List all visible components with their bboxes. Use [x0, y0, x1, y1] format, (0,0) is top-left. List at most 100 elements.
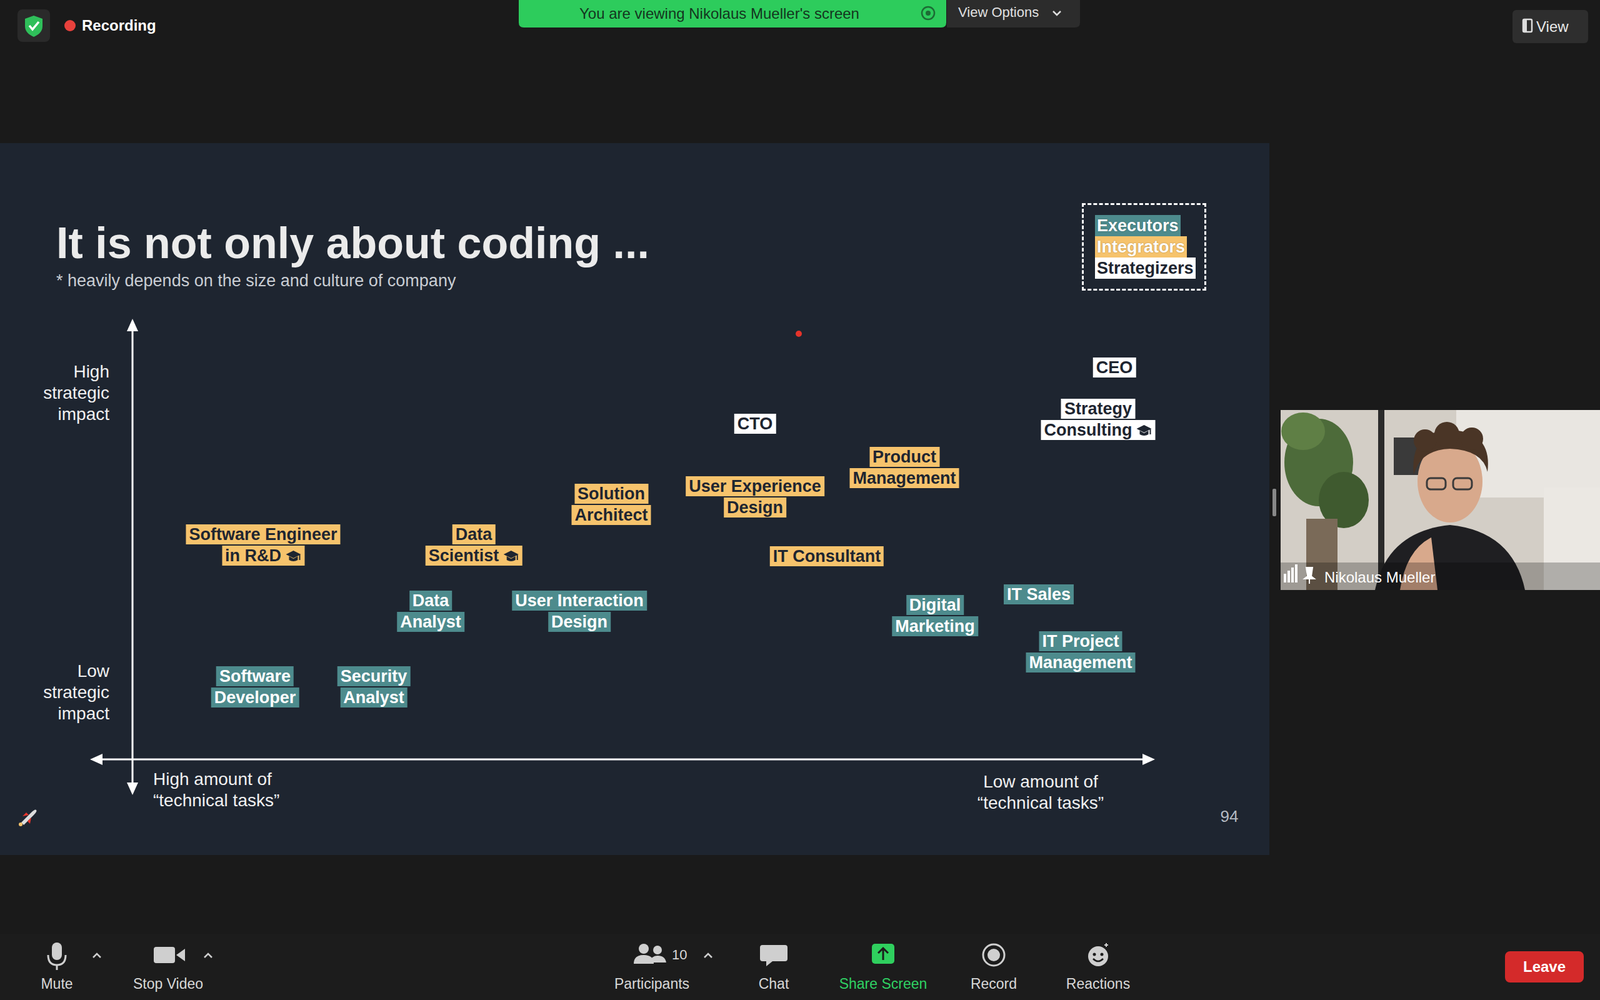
webcam-tile-part	[1426, 478, 1446, 490]
toolbar-part-part	[1088, 946, 1109, 967]
webcam-tile-part	[1434, 421, 1460, 447]
toolbar-part-part	[51, 942, 62, 960]
graduation-cap-part	[1149, 429, 1151, 435]
role-node: Software Engineer in R&D	[185, 523, 340, 567]
legend-text: Integrators	[1096, 237, 1185, 257]
role-label: Digital Marketing	[891, 595, 979, 637]
role-label: Solution Architect	[571, 483, 651, 525]
role-node: Product Management	[849, 446, 959, 489]
role-node: Security Analyst	[337, 665, 411, 709]
toolbar-part-part	[650, 955, 667, 963]
slide-part	[0, 143, 1270, 855]
slide-subtitle: * heavily depends on the size and cultur…	[56, 270, 456, 292]
toolbar-label: Chat	[758, 975, 790, 993]
role-label: CTO	[734, 413, 777, 434]
graduation-cap-icon	[285, 549, 302, 564]
graduation-cap-icon	[1135, 423, 1152, 438]
viewing-banner-part	[925, 10, 931, 16]
toolbar-part-part	[93, 953, 101, 958]
leave-button-text: Leave	[1523, 957, 1566, 976]
toolbar	[0, 933, 1600, 1000]
top-bar-icons-part	[17, 9, 50, 42]
toolbar-label: Mute	[40, 975, 73, 993]
role-node: Software Developer	[211, 665, 300, 709]
toolbar-part-part	[56, 965, 59, 970]
role-label: CEO	[1093, 357, 1137, 378]
role-node: CEO	[1093, 356, 1137, 379]
axis-label: High amount of “technical tasks”	[153, 768, 310, 812]
toolbar-label: Record	[970, 975, 1017, 993]
toolbar-part	[1100, 953, 1104, 957]
role-node: IT Sales	[1003, 583, 1074, 605]
graduation-cap-part	[1139, 430, 1149, 436]
role-label: User Experience Design	[685, 476, 825, 518]
legend-text: Executors	[1096, 216, 1179, 235]
participant-name: Nikolaus Mueller	[1324, 568, 1435, 587]
webcam-tile-part	[1272, 488, 1277, 517]
role-label: IT Project Management	[1025, 631, 1135, 673]
top-bar-icons-part	[25, 15, 43, 37]
rocket-icon-part	[22, 812, 29, 817]
toolbar-part	[1505, 951, 1584, 983]
toolbar-part-part	[638, 943, 649, 954]
role-node: CTO	[734, 413, 777, 435]
webcam-tile-part	[1453, 478, 1472, 490]
toolbar-part-part	[204, 953, 212, 958]
toolbar-part-part	[987, 948, 1000, 962]
role-node: Solution Architect	[571, 483, 651, 526]
legend-box: ExecutorsIntegratorsStrategizers	[1081, 203, 1207, 291]
axis-label: Low amount of “technical tasks”	[962, 771, 1119, 814]
toolbar-part	[0, 933, 1600, 1000]
role-node: Digital Marketing	[891, 594, 979, 637]
graduation-cap-part	[288, 556, 298, 562]
role-label: IT Consultant	[770, 546, 884, 567]
slide-title: It is not only about coding ...	[56, 216, 650, 270]
role-node: User Interaction Design	[511, 590, 647, 633]
role-label: Security Analyst	[337, 666, 411, 708]
graduation-cap-icon	[502, 549, 519, 564]
view-button-part	[1523, 19, 1532, 32]
top-bar-icons	[17, 9, 76, 42]
toolbar-label: Reactions	[1066, 975, 1130, 993]
participant-count: 10	[671, 946, 687, 964]
role-node: Strategy Consulting	[1041, 398, 1156, 441]
axes-part	[90, 753, 103, 765]
rocket-icon-part	[21, 810, 37, 826]
role-label: Strategy Consulting	[1041, 398, 1156, 440]
role-label: Product Management	[849, 446, 959, 489]
toolbar-part	[1093, 953, 1097, 957]
graduation-cap-part	[298, 555, 300, 560]
webcam-tile-part	[1280, 410, 1600, 590]
axes-part	[1142, 753, 1155, 765]
legend-swatch: Executors	[1095, 215, 1181, 237]
axis-label: High strategic impact	[21, 361, 110, 425]
webcam-tile-part	[1460, 427, 1484, 450]
role-node: Data Analyst	[396, 590, 465, 633]
graduation-cap-part	[1136, 425, 1152, 433]
view-button-part	[1523, 19, 1527, 32]
toolbar-part-part	[1104, 943, 1109, 947]
legend-swatch: Strategizers	[1095, 257, 1196, 279]
graduation-cap-part	[285, 550, 301, 559]
webcam-tile-part	[1413, 429, 1437, 452]
banner-text: You are viewing Nikolaus Mueller's scree…	[579, 4, 860, 23]
axes-part	[131, 327, 134, 787]
top-bar-icons-part	[64, 20, 76, 32]
webcam-tile-part	[1295, 564, 1298, 583]
rocket-icon	[18, 810, 37, 827]
view-button-part	[1512, 10, 1589, 44]
toolbar-part-part	[153, 946, 175, 964]
toolbar-label: Participants	[614, 975, 690, 993]
rocket-icon-part	[18, 822, 23, 827]
view-button-text: View	[1536, 17, 1569, 36]
axes-part	[126, 782, 139, 795]
toolbar-part-part	[1102, 941, 1110, 949]
role-label: IT Sales	[1003, 584, 1074, 605]
role-label: User Interaction Design	[511, 590, 647, 632]
webcam-tile-part	[1291, 567, 1294, 583]
view-button	[1512, 10, 1589, 44]
toolbar-part-part	[48, 955, 66, 965]
webcam-tile-part	[1287, 570, 1290, 583]
role-node: IT Consultant	[770, 545, 884, 567]
